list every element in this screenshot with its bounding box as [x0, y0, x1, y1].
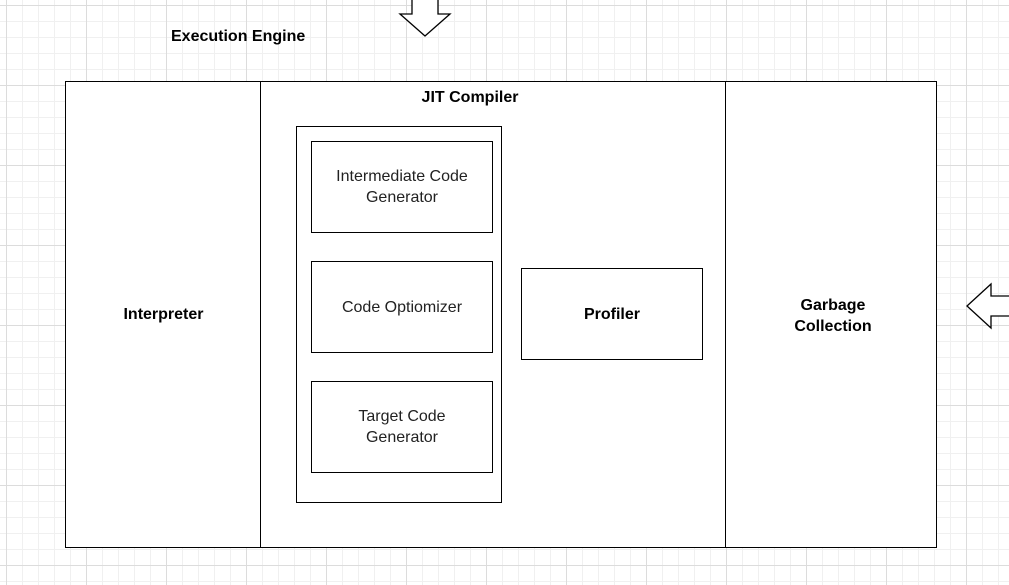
profiler-label: Profiler [583, 305, 640, 323]
execution-engine-title: Execution Engine [171, 28, 306, 45]
garbage-collection-section: Garbage Collection [725, 81, 937, 548]
code-optimizer-box: Code Optiomizer [311, 261, 493, 353]
down-arrow-icon [398, 0, 452, 37]
left-arrow-icon [966, 282, 1009, 330]
code-optimizer-label: Code Optiomizer [341, 298, 463, 316]
interpreter-section: Interpreter [65, 81, 262, 548]
target-code-generator-label: Target Code Generator [358, 408, 446, 446]
interpreter-label: Interpreter [123, 306, 204, 323]
profiler-box: Profiler [521, 268, 703, 360]
target-code-generator-box: Target Code Generator [311, 381, 493, 473]
garbage-collection-label: Garbage Collection [794, 296, 872, 335]
intermediate-code-generator-label: Intermediate Code Generator [336, 168, 468, 206]
jit-compiler-label: JIT Compiler [421, 89, 519, 106]
intermediate-code-generator-box: Intermediate Code Generator [311, 141, 493, 233]
